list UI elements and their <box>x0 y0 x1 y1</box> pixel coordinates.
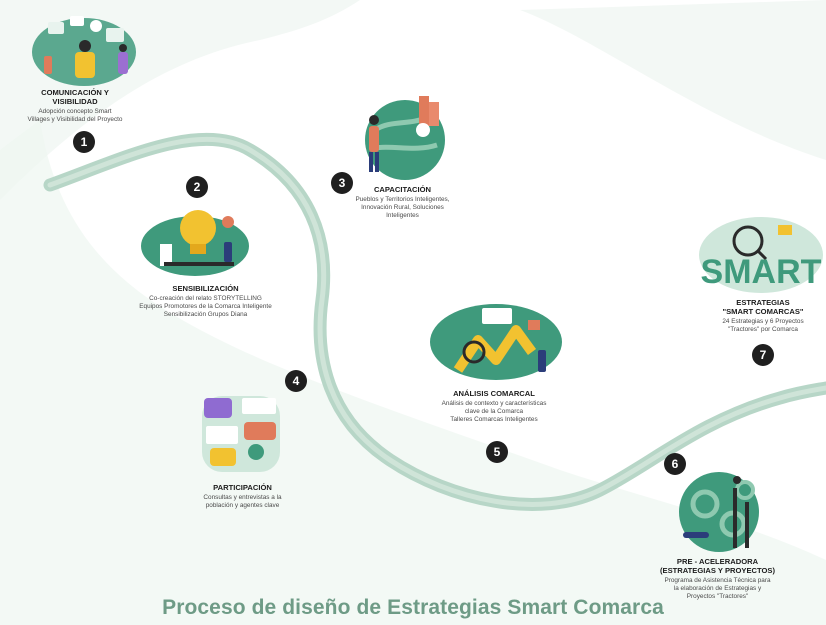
pre-accelerator-illustration <box>679 472 759 552</box>
smart-word: SMART <box>701 253 822 291</box>
step-2: SENSIBILIZACIÓN Co-creación del relato S… <box>118 284 293 318</box>
step-number-2: 2 <box>186 176 208 198</box>
step-number-7: 7 <box>752 344 774 366</box>
diagram-title: Proceso de diseño de Estrategias Smart C… <box>162 596 664 619</box>
smart-strategies-illustration: SMART <box>699 217 823 293</box>
step-3: CAPACITACIÓN Pueblos y Territorios Intel… <box>340 185 465 219</box>
step-5: ANÁLISIS COMARCAL Análisis de contexto y… <box>424 389 564 423</box>
step-1-description: Adopción concepto Smart Villages y Visib… <box>27 108 123 123</box>
step-number-5: 5 <box>486 441 508 463</box>
step-2-description: Co-creación del relato STORYTELLING Equi… <box>139 295 272 318</box>
step-3-description: Pueblos y Territorios Inteligentes, Inno… <box>355 196 450 219</box>
step-5-description: Análisis de contexto y características c… <box>441 400 547 423</box>
step-7-title: ESTRATEGIAS "SMART COMARCAS" <box>722 298 804 316</box>
participation-illustration <box>202 396 280 472</box>
step-number-1: 1 <box>73 131 95 153</box>
analysis-illustration <box>430 304 562 380</box>
step-7-description: 24 Estrategias y 6 Proyectos "Tractores"… <box>722 318 804 333</box>
communication-illustration <box>32 16 136 86</box>
step-number-6: 6 <box>664 453 686 475</box>
step-2-title: SENSIBILIZACIÓN <box>172 284 239 293</box>
step-4-title: PARTICIPACIÓN <box>213 483 272 492</box>
awareness-illustration <box>141 210 249 276</box>
step-1: COMUNICACIÓN Y VISIBILIDAD Adopción conc… <box>10 88 140 124</box>
step-number-4: 4 <box>285 370 307 392</box>
step-5-title: ANÁLISIS COMARCAL <box>453 389 535 398</box>
step-4-description: Consultas y entrevistas a la población y… <box>203 494 282 509</box>
step-number-3: 3 <box>331 172 353 194</box>
step-7: ESTRATEGIAS "SMART COMARCAS" 24 Estrateg… <box>700 298 826 334</box>
step-6: PRE - ACELERADORA (ESTRATEGIAS Y PROYECT… <box>655 557 780 600</box>
step-1-title: COMUNICACIÓN Y VISIBILIDAD <box>41 88 109 106</box>
step-6-description: Programa de Asistencia Técnica para la e… <box>664 577 771 600</box>
step-6-title: PRE - ACELERADORA (ESTRATEGIAS Y PROYECT… <box>659 557 776 575</box>
step-4: PARTICIPACIÓN Consultas y entrevistas a … <box>180 483 305 510</box>
training-illustration <box>365 96 445 180</box>
step-3-title: CAPACITACIÓN <box>373 185 432 194</box>
